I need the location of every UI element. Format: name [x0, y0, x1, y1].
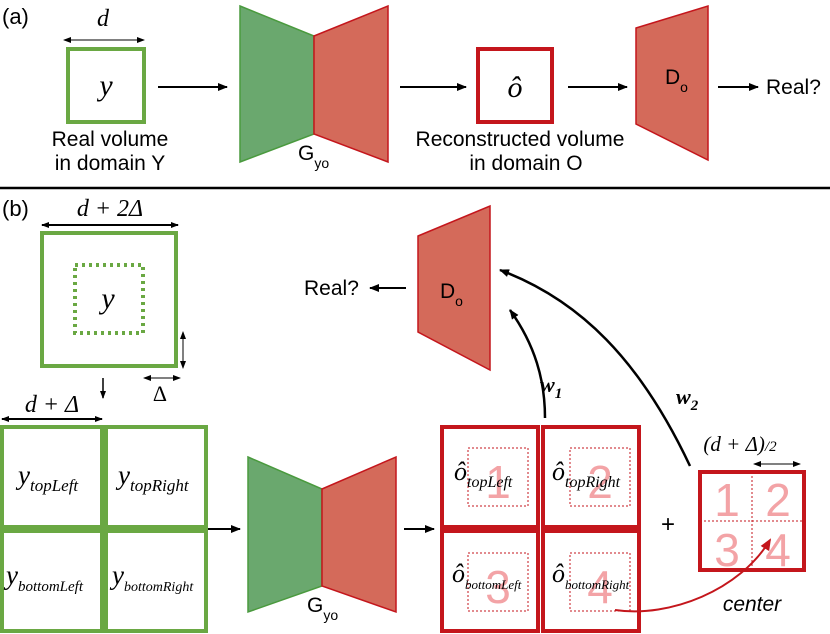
o-patch-top-right: [541, 425, 641, 529]
generator-encoder-shape: [239, 4, 315, 164]
o-patch-label-bottom-right: ôbottomRight: [552, 559, 630, 592]
discriminator-b-shape: [417, 204, 491, 372]
reconstructed-volume-box: [476, 47, 554, 124]
generator-decoder-shape: [313, 4, 389, 164]
o-crop-top-right: [569, 447, 631, 507]
o-patch-number-4: 4: [587, 561, 613, 613]
y-patch-bottom-right: [104, 529, 208, 633]
y-patch-top-left: [0, 425, 104, 529]
real-question-b: Real?: [304, 277, 359, 300]
center-number-2: 2: [765, 474, 791, 526]
real-volume-caption-1: Real volume: [52, 128, 169, 151]
panel-a-label: (a): [2, 4, 29, 29]
discriminator-a-shape: [635, 4, 709, 162]
o-patch-label-top-left: ôtopLeft: [454, 457, 513, 491]
center-number-4: 4: [765, 524, 791, 576]
center-composite: 1 2 3 4: [698, 470, 806, 576]
o-patch-bottom-left: [440, 529, 540, 633]
delta-label: Δ: [153, 381, 167, 406]
center-number-3: 3: [714, 524, 740, 576]
y-patch-label-bottom-left: ybottomLeft: [3, 560, 84, 595]
dimension-d-label: d: [97, 6, 110, 32]
arrow-patch4-to-center: [614, 538, 772, 613]
o-crop-top-left: [467, 447, 529, 507]
reconstructed-caption-2: in domain O: [469, 152, 582, 175]
plus-sign: +: [661, 511, 675, 538]
panel-b-label: (b): [2, 196, 29, 221]
center-number-1: 1: [714, 474, 740, 526]
real-volume-caption-2: in domain Y: [55, 152, 166, 175]
o-crop-bottom-left: [467, 552, 529, 612]
center-caption: center: [723, 593, 782, 616]
o-patch-number-1: 1: [485, 456, 511, 508]
center-size-label: (d + Δ)/2: [703, 432, 777, 456]
o-patch-top-left: [440, 425, 540, 529]
generator-b-decoder-shape: [321, 455, 397, 614]
o-patch-bottom-right: [541, 529, 641, 633]
arrow-w1: [508, 309, 547, 419]
y-patch-label-bottom-right: ybottomRight: [109, 560, 194, 595]
dimension-d2delta-label: d + 2Δ: [77, 196, 143, 222]
y-patch-label-top-left: ytopLeft: [15, 460, 79, 495]
inner-volume-dotted-box: [73, 263, 145, 335]
real-question-a: Real?: [766, 76, 821, 99]
discriminator-b-label: Do: [440, 280, 463, 309]
padded-volume-y: y: [98, 282, 115, 315]
o-crop-bottom-right: [569, 552, 631, 612]
real-volume-box: [66, 47, 146, 124]
dimension-ddelta-label: d + Δ: [25, 392, 79, 418]
generator-a-label: Gyo: [298, 142, 329, 171]
y-patch-label-top-right: ytopRight: [115, 460, 190, 495]
generator-b-encoder-shape: [247, 455, 323, 614]
padded-volume-box: [40, 231, 178, 368]
weight-w1-label: w1: [540, 372, 562, 402]
generator-b-label: Gyo: [307, 594, 338, 623]
y-patch-top-right: [104, 425, 208, 529]
o-patch-number-2: 2: [587, 456, 613, 508]
o-patch-number-3: 3: [485, 561, 511, 613]
o-patch-label-top-right: ôtopRight: [552, 457, 621, 491]
reconstructed-caption-1: Reconstructed volume: [416, 128, 625, 151]
weight-w2-label: w2: [676, 384, 699, 414]
reconstructed-o-hat: ô: [508, 71, 523, 104]
o-patches-grid: 1 2 3 4 ôtopLeft ôtopRight ôbottomLeft ô…: [440, 425, 641, 633]
y-patch-bottom-left: [0, 529, 104, 633]
real-volume-y: y: [96, 69, 113, 102]
o-patch-label-bottom-left: ôbottomLeft: [452, 559, 522, 592]
arrow-w2: [499, 268, 692, 467]
y-patches-grid: ytopLeft ytopRight ybottomLeft ybottomRi…: [0, 425, 208, 633]
discriminator-a-label: Do: [665, 66, 688, 95]
